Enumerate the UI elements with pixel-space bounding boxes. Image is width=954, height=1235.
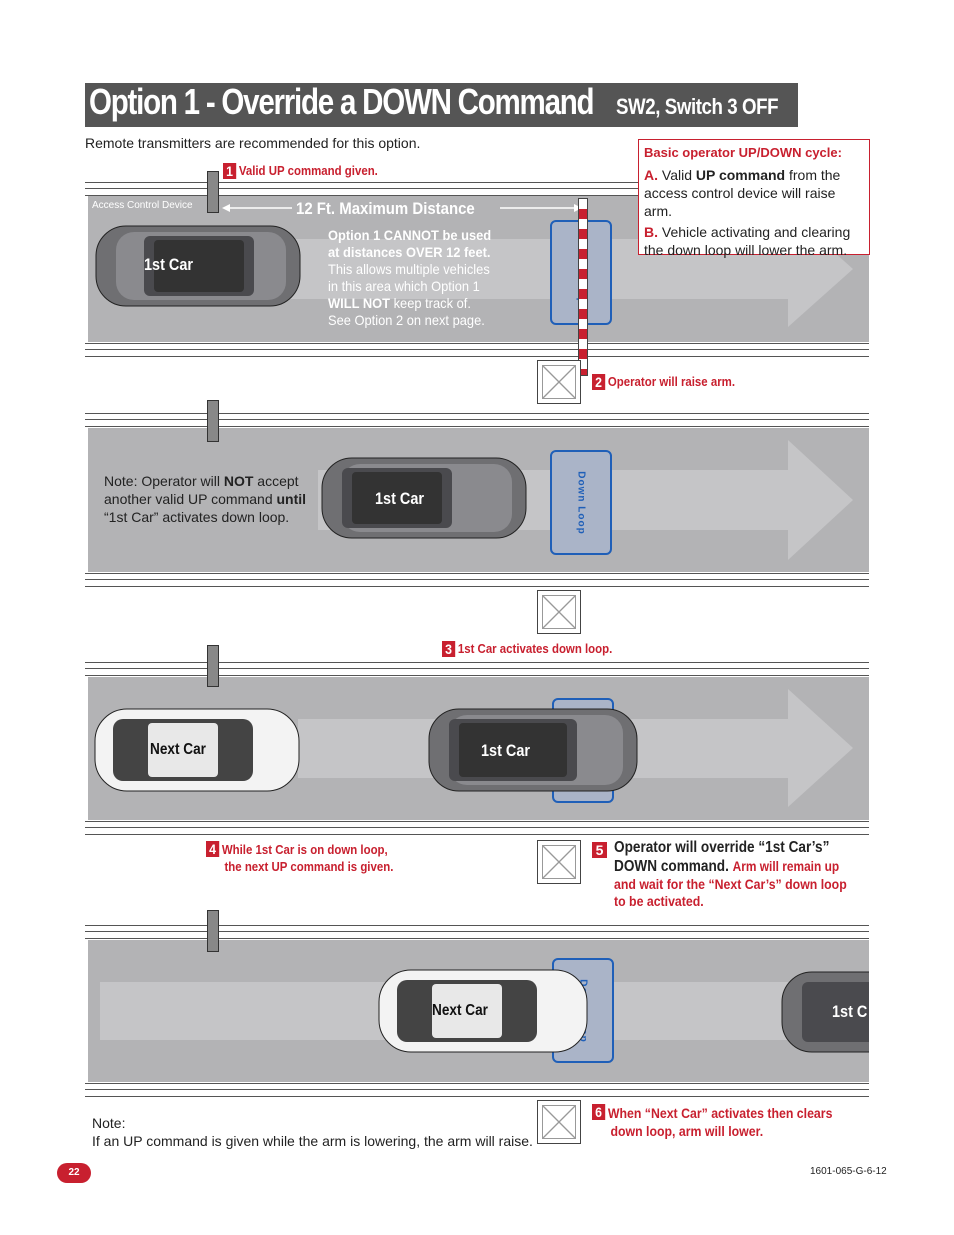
step-2-text: Operator will raise arm. xyxy=(607,374,736,389)
cycle-a-letter: A. xyxy=(644,167,658,183)
device-post xyxy=(207,645,219,687)
cycle-a-text2: from the access control device will rais… xyxy=(644,167,841,219)
first-car-image xyxy=(428,708,638,792)
operator-box-3 xyxy=(537,840,581,884)
step-6-text2: down loop, arm will lower. xyxy=(610,1123,764,1139)
curb-top-4 xyxy=(85,925,869,939)
step-4-text1: While 1st Car is on down loop, xyxy=(221,842,388,857)
step-4-text2: the next UP command is given. xyxy=(224,859,394,874)
cycle-b: B. Vehicle activating and clearing the d… xyxy=(644,223,864,259)
page-number: 22 xyxy=(57,1163,91,1183)
bottom-note-text: If an UP command is given while the arm … xyxy=(92,1133,533,1149)
bottom-note: Note: If an UP command is given while th… xyxy=(92,1114,533,1150)
next-car-image xyxy=(94,708,300,792)
operator-box-4 xyxy=(537,1100,581,1144)
warning-line-2: at distances OVER 12 feet. xyxy=(328,244,491,260)
panel2-note-line2: another valid UP command until xyxy=(104,490,306,508)
intro-text: Remote transmitters are recommended for … xyxy=(85,135,421,151)
step-6-number: 6 xyxy=(592,1104,606,1120)
step-4-number: 4 xyxy=(206,841,220,857)
distance-arrow xyxy=(222,204,582,212)
next-car-label: Next Car xyxy=(150,741,206,758)
distance-label: 12 Ft. Maximum Distance xyxy=(296,199,475,218)
cycle-a-bold: UP command xyxy=(695,167,786,183)
device-label: Access Control Device xyxy=(92,200,193,211)
curb-top-3 xyxy=(85,662,869,676)
warning-line-3: This allows multiple vehicles xyxy=(328,261,490,277)
step-6-text1: When “Next Car” activates then clears xyxy=(607,1105,833,1121)
step-5-red2: and wait for the “Next Car’s” down loop xyxy=(614,876,847,892)
operator-box-2 xyxy=(537,590,581,634)
cycle-a-text1: Valid xyxy=(661,167,696,183)
step-5-number: 5 xyxy=(592,842,607,858)
first-car-image xyxy=(321,457,527,539)
panel2-note-line3: “1st Car” activates down loop. xyxy=(104,509,290,525)
step-5: 5 Operator will override “1st Car’s” DOW… xyxy=(592,838,892,910)
warning-line-5: WILL NOT keep track of. xyxy=(328,295,491,312)
first-car-label: 1st Car xyxy=(481,741,530,760)
warning-line-6: See Option 2 on next page. xyxy=(328,312,485,328)
step-3-number: 3 xyxy=(442,641,456,657)
warning-bold: WILL NOT xyxy=(328,295,391,311)
note-text: accept xyxy=(253,473,299,489)
page-subtitle: SW2, Switch 3 OFF xyxy=(616,94,779,119)
note-bold: until xyxy=(276,491,307,507)
note-text: another valid UP command xyxy=(104,491,277,507)
curb-bottom-2 xyxy=(85,573,869,587)
cycle-b-text: Vehicle activating and clearing the down… xyxy=(644,224,851,258)
first-car-image xyxy=(95,225,301,307)
cycle-box: Basic operator UP/DOWN cycle: A. Valid U… xyxy=(638,139,870,258)
note-bold: NOT xyxy=(223,473,254,489)
step-3-text: 1st Car activates down loop. xyxy=(457,641,613,656)
warning-line-4: in this area which Option 1 xyxy=(328,278,480,294)
first-car-label: 1st Car xyxy=(375,489,424,508)
panel2-note-line1: Note: Operator will NOT accept xyxy=(104,472,306,490)
cycle-heading: Basic operator UP/DOWN cycle: xyxy=(644,145,842,160)
step-5-heading: Operator will override “1st Car’s” DOWN … xyxy=(614,838,850,876)
panel2-note: Note: Operator will NOT accept another v… xyxy=(104,472,306,526)
device-post xyxy=(207,400,219,442)
first-car-image xyxy=(781,971,869,1053)
step-2-number: 2 xyxy=(592,374,606,390)
first-car-leaving: 1st C xyxy=(780,968,869,1056)
down-loop-2: Down Loop xyxy=(550,450,612,555)
raised-arm xyxy=(578,198,588,376)
step-1-text: Valid UP command given. xyxy=(238,163,378,178)
title-bar: Option 1 - Override a DOWN Command SW2, … xyxy=(85,81,798,127)
bottom-note-title: Note: xyxy=(92,1115,126,1131)
next-car-label: Next Car xyxy=(432,1002,488,1019)
down-loop-label: Down Loop xyxy=(575,470,587,535)
step-5-bold2: DOWN command. xyxy=(614,858,729,875)
device-post xyxy=(207,910,219,952)
page-title: Option 1 - Override a DOWN Command xyxy=(89,81,595,122)
cycle-a: A. Valid UP command from the access cont… xyxy=(644,166,864,220)
curb-bottom-4 xyxy=(85,1083,869,1097)
curb-bottom-1 xyxy=(85,343,869,357)
step-5-red3: to be activated. xyxy=(614,893,704,909)
warning-text: keep track of. xyxy=(390,295,471,311)
step-5-red1: Arm will remain up xyxy=(732,858,840,874)
first-car-label: 1st Car xyxy=(144,255,193,274)
operator-box-1 xyxy=(537,360,581,404)
first-car-cut-label: 1st C xyxy=(832,1002,868,1021)
warning-line-1: Option 1 CANNOT be used xyxy=(328,227,492,243)
curb-top-2 xyxy=(85,413,869,427)
step-5-bold1: Operator will override “1st Car’s” xyxy=(614,839,830,856)
cycle-b-letter: B. xyxy=(644,224,658,240)
note-text: Note: Operator will xyxy=(104,473,224,489)
document-code: 1601-065-G-6-12 xyxy=(810,1166,887,1177)
step-5-detail: and wait for the “Next Car’s” down loop … xyxy=(614,876,859,910)
device-post xyxy=(207,171,219,213)
next-car-image xyxy=(378,969,588,1053)
step-1-number: 1 xyxy=(223,163,237,179)
distance-warning: Option 1 CANNOT be used at distances OVE… xyxy=(328,227,491,329)
curb-bottom-3 xyxy=(85,821,869,835)
